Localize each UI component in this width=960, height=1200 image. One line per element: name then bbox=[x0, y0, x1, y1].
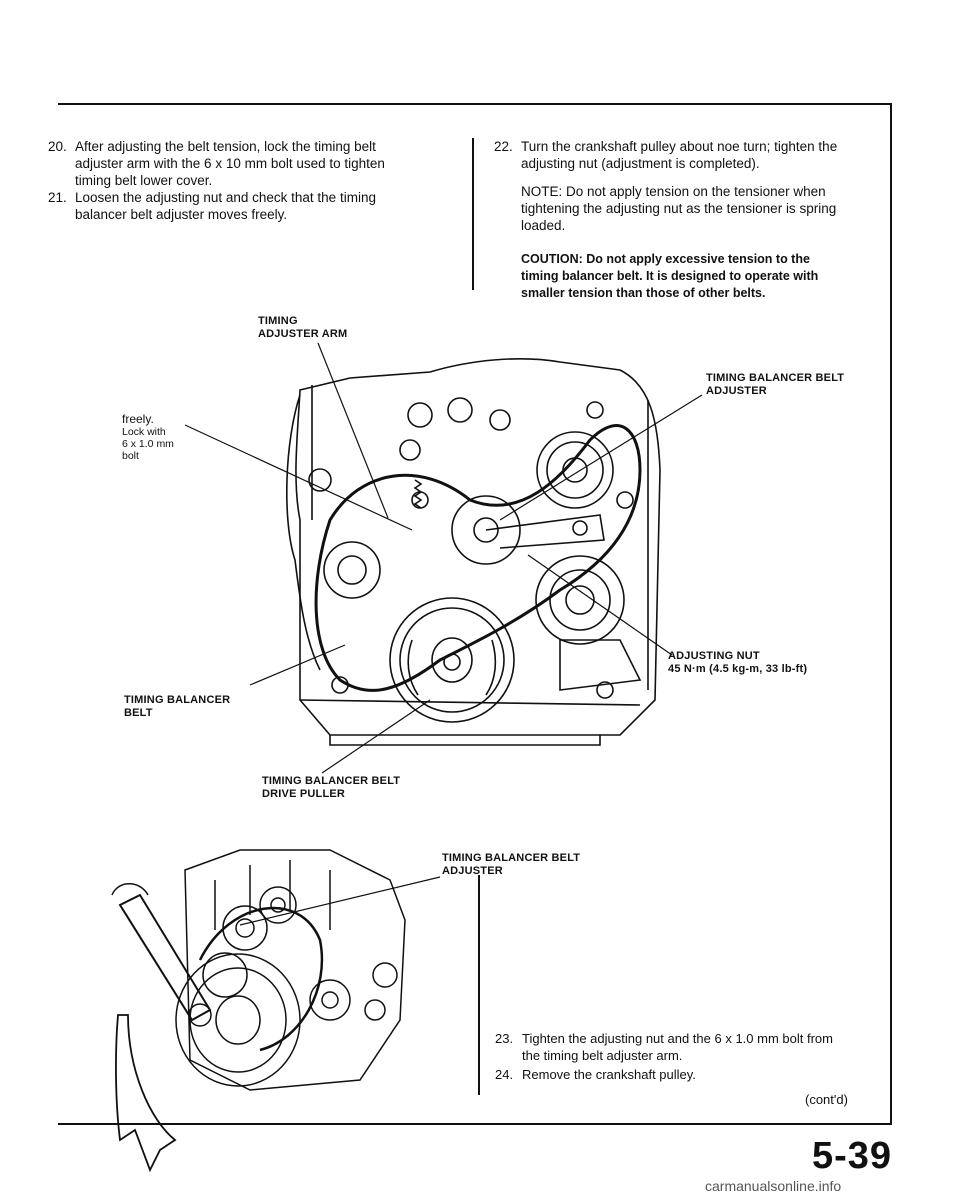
step-number: 24. bbox=[495, 1067, 514, 1082]
column-divider-top bbox=[472, 138, 474, 290]
top-rule bbox=[58, 103, 892, 105]
step-21: 21. Loosen the adjusting nut and check t… bbox=[48, 189, 468, 225]
callout-timing-adjuster-arm: TIMING ADJUSTER ARM bbox=[258, 315, 348, 340]
step-text: After adjusting the belt tension, lock t… bbox=[75, 139, 385, 188]
page-number: 5-39 bbox=[812, 1135, 893, 1177]
step-text: Tighten the adjusting nut and the 6 x 1.… bbox=[522, 1031, 833, 1063]
callout-lock-bolt: freely. Lock with 6 x 1.0 mm bolt bbox=[122, 412, 174, 462]
step-text: Remove the crankshaft pulley. bbox=[522, 1067, 696, 1082]
step-23: 23. Tighten the adjusting nut and the 6 … bbox=[495, 1030, 885, 1066]
right-rule bbox=[890, 103, 892, 1125]
step-24: 24. Remove the crankshaft pulley. bbox=[495, 1066, 885, 1084]
callout-lower-adjuster: TIMING BALANCER BELT ADJUSTER bbox=[442, 852, 581, 877]
step-20: 20. After adjusting the belt tension, lo… bbox=[48, 138, 468, 190]
step-number: 22. bbox=[494, 139, 513, 154]
continued-label: (cont'd) bbox=[805, 1092, 848, 1107]
step-number: 23. bbox=[495, 1031, 514, 1046]
step-text: Turn the crankshaft pulley about noe tur… bbox=[521, 139, 838, 171]
step-number: 21. bbox=[48, 190, 67, 205]
callout-adjusting-nut: ADJUSTING NUT 45 N·m (4.5 kg-m, 33 lb-ft… bbox=[668, 650, 808, 675]
bottom-rule bbox=[58, 1123, 892, 1125]
step-text: Loosen the adjusting nut and check that … bbox=[75, 190, 376, 222]
column-divider-bottom bbox=[478, 875, 480, 1095]
footer-watermark: carmanualsonline.info bbox=[705, 1178, 842, 1194]
caution-block: COUTION: Do not apply excessive tension … bbox=[521, 252, 819, 300]
callout-timing-balancer-belt: TIMING BALANCER BELT bbox=[124, 694, 231, 719]
note-block: NOTE: Do not apply tension on the tensio… bbox=[521, 184, 837, 233]
step-22: 22. Turn the crankshaft pulley about noe… bbox=[494, 138, 874, 174]
step-number: 20. bbox=[48, 139, 67, 154]
callout-drive-puller: TIMING BALANCER BELT DRIVE PULLER bbox=[262, 775, 401, 800]
callout-balancer-belt-adjuster: TIMING BALANCER BELT ADJUSTER bbox=[706, 372, 845, 397]
